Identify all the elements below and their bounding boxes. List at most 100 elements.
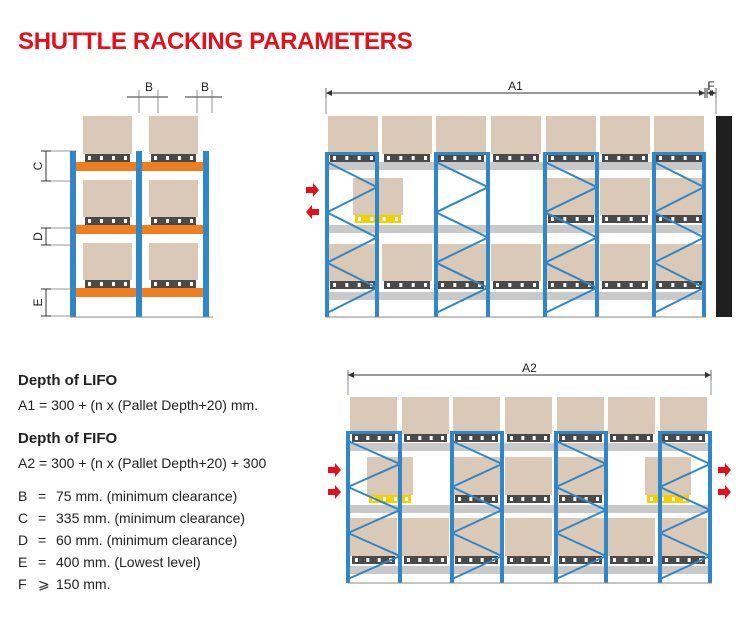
pallet-load xyxy=(149,180,198,217)
pallet-load xyxy=(546,116,596,154)
fifo-heading: Depth of FIFO xyxy=(18,430,118,447)
pallet-slot xyxy=(355,558,358,562)
pallet-slot xyxy=(424,283,427,287)
upright xyxy=(375,152,379,317)
pallet-slot xyxy=(551,156,554,160)
pallet xyxy=(151,280,196,288)
pallet-slot xyxy=(100,282,103,286)
frame-top xyxy=(652,152,706,155)
pallet-slot xyxy=(478,283,481,287)
frame-top xyxy=(325,152,379,155)
pallet xyxy=(455,434,498,442)
lifo-formula: A1 = 300 + (n x (Pallet Depth+20) mm. xyxy=(18,397,259,413)
pallet-base xyxy=(656,215,702,223)
pallet-slot xyxy=(596,436,599,440)
param-f: F⩾150 mm. xyxy=(18,576,110,593)
bracing xyxy=(555,440,607,580)
arrow-right-icon xyxy=(328,485,341,499)
beam xyxy=(142,225,203,234)
pallet-slot xyxy=(387,283,390,287)
pallet-slot xyxy=(642,217,645,221)
pallet-slot xyxy=(492,497,495,501)
pallet-slot xyxy=(562,497,565,501)
pallet-base xyxy=(647,495,689,503)
pallet-slot xyxy=(190,219,193,223)
pallet-slot xyxy=(510,497,513,501)
pallet-slot xyxy=(190,156,193,160)
upright-frame xyxy=(450,431,504,583)
pallet-slot xyxy=(544,558,547,562)
pallet-slot xyxy=(696,217,699,221)
pallet-slot xyxy=(683,283,687,287)
pallet xyxy=(151,217,196,225)
upright xyxy=(450,431,454,583)
pallet xyxy=(384,281,430,289)
pallet-slot xyxy=(407,436,410,440)
dim-label-e: E xyxy=(31,298,45,306)
dim-label-c: C xyxy=(31,161,45,170)
arrow-left-icon xyxy=(306,205,319,219)
pallet-slot xyxy=(617,283,621,287)
pallet xyxy=(602,154,648,162)
pallet-slot xyxy=(562,558,565,562)
upright-frame xyxy=(658,431,712,583)
param-key: B xyxy=(18,488,28,504)
pallet xyxy=(85,154,130,162)
param-key: E xyxy=(18,554,28,570)
pallet-slot xyxy=(429,436,433,440)
pallet-slot xyxy=(563,156,567,160)
arrow-right-icon xyxy=(306,183,319,197)
param-value: 400 mm. (Lowest level) xyxy=(56,554,201,570)
pallet-slot xyxy=(683,217,687,221)
pallet xyxy=(330,281,376,289)
pallet-slot xyxy=(635,436,639,440)
upright xyxy=(346,431,350,583)
pallet-slot xyxy=(441,436,444,440)
pallet-slot xyxy=(629,283,633,287)
dim-label-a1: A1 xyxy=(508,79,523,93)
pallet-slot xyxy=(573,497,577,501)
param-operator: = xyxy=(38,510,47,526)
pallet-slot xyxy=(399,156,403,160)
frame-top xyxy=(658,431,712,434)
pallet-slot xyxy=(659,217,662,221)
param-value: 75 mm. (minimum clearance) xyxy=(56,488,238,504)
beam xyxy=(142,288,203,297)
pallet-slot xyxy=(573,558,577,562)
pallet xyxy=(656,215,702,223)
upright xyxy=(325,152,329,317)
pallet-slot xyxy=(345,283,349,287)
rail-beam xyxy=(348,566,712,574)
pallet-slot xyxy=(418,558,422,562)
pallet-base xyxy=(151,217,196,225)
param-key: F xyxy=(18,576,27,592)
pallet-base xyxy=(548,215,594,223)
pallet-slot xyxy=(424,156,427,160)
pallet xyxy=(404,556,447,564)
pallet-base xyxy=(85,280,130,288)
pallet-slot xyxy=(665,436,668,440)
pallet-slot xyxy=(588,156,591,160)
pallet xyxy=(662,556,705,564)
rail-beam xyxy=(348,505,712,513)
pallet-slot xyxy=(480,497,484,501)
pallet-load xyxy=(149,243,198,280)
pallet-slot xyxy=(166,156,169,160)
pallet xyxy=(493,154,539,162)
pallet-slot xyxy=(496,156,499,160)
dimension-arrowhead xyxy=(326,90,332,96)
arrow-right-icon xyxy=(718,485,731,499)
pallet-slot xyxy=(333,156,336,160)
pallet-slot xyxy=(617,217,621,221)
pallet-base xyxy=(559,556,602,564)
param-operator: ⩾ xyxy=(38,576,50,592)
dimension-arrowhead xyxy=(710,90,716,96)
upright-frame xyxy=(434,152,490,317)
pallet-slot xyxy=(671,217,675,221)
pallet-slot xyxy=(532,497,536,501)
pallet-slot xyxy=(405,497,408,501)
upright xyxy=(543,152,547,317)
pallet-load xyxy=(491,116,541,154)
beam xyxy=(76,288,136,297)
bracing xyxy=(451,440,503,580)
